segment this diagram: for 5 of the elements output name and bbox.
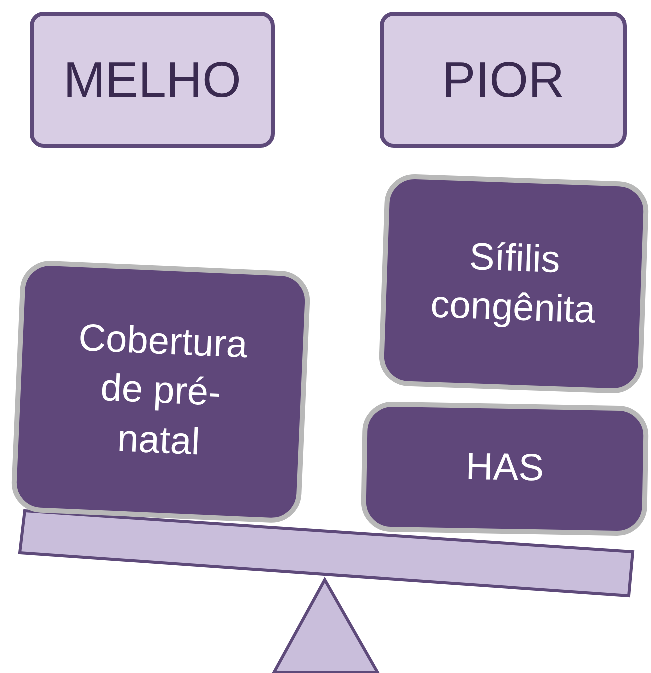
label-box: MELHO [30, 12, 275, 148]
weight-block: Cobertura de pré-natal [10, 260, 312, 524]
weight-block: HAS [360, 402, 650, 536]
label-box: PIOR [380, 12, 627, 148]
weight-block: Sífilis congênita [378, 173, 650, 395]
